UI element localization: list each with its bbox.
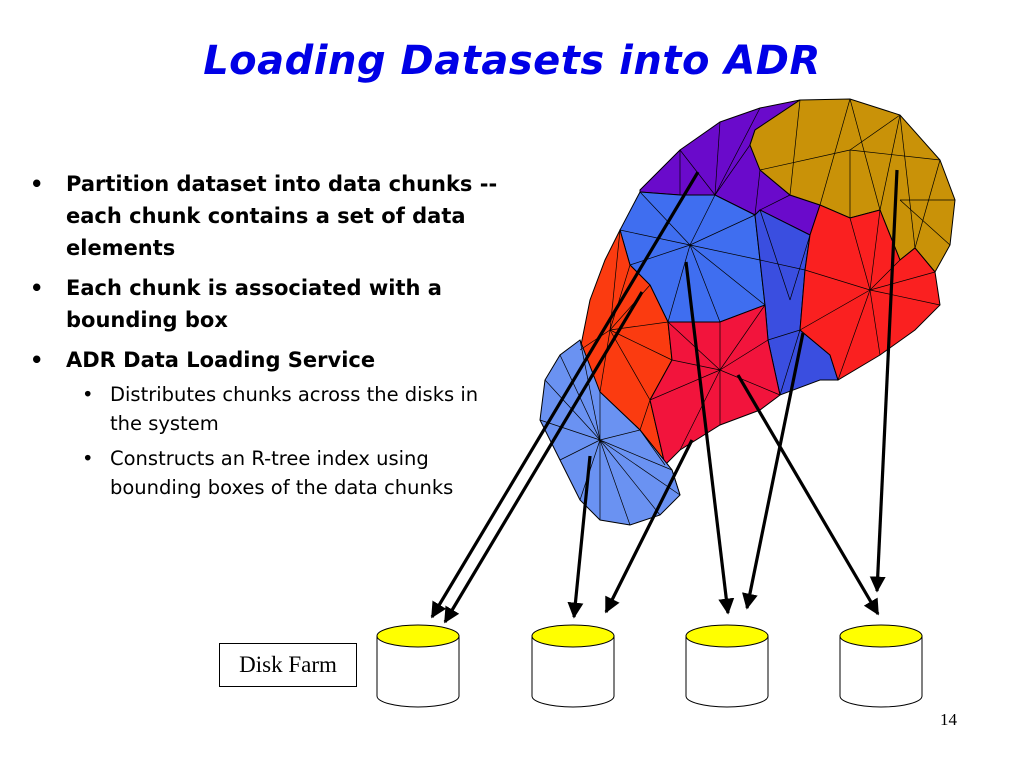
sub-bullet-item: • Constructs an R-tree index using bound…: [30, 444, 510, 502]
disk-farm-label: Disk Farm: [219, 643, 357, 687]
chunk-crimson: [649, 304, 781, 466]
slide-title: Loading Datasets into ADR: [203, 38, 821, 84]
bullet-text: Partition dataset into data chunks -- ea…: [66, 172, 498, 260]
page-number: 14: [940, 710, 957, 729]
bullet-marker: •: [30, 276, 44, 300]
arrow: [567, 455, 592, 619]
disk: [685, 624, 769, 708]
arrow: [684, 261, 735, 615]
arrow: [736, 374, 880, 616]
arrow: [742, 332, 805, 610]
distribution-arrows: [430, 169, 899, 624]
arrow: [869, 169, 899, 593]
disk: [531, 624, 615, 708]
bullet-marker: •: [30, 172, 44, 196]
sub-bullet-text: Constructs an R-tree index using boundin…: [110, 447, 454, 499]
sub-bullet-marker: •: [82, 447, 94, 470]
bullet-item: • ADR Data Loading Service: [30, 344, 510, 376]
bullet-text: ADR Data Loading Service: [66, 348, 376, 372]
bullet-marker: •: [30, 348, 44, 372]
disk-farm: [376, 624, 923, 708]
arrow: [430, 171, 700, 619]
disk: [376, 624, 460, 708]
arrow: [443, 291, 644, 624]
dataset-mesh: [539, 98, 956, 526]
bullet-item: • Each chunk is associated with a boundi…: [30, 272, 510, 336]
sub-bullet-item: • Distributes chunks across the disks in…: [30, 380, 510, 438]
bullet-text: Each chunk is associated with a bounding…: [66, 276, 442, 332]
disk: [839, 624, 923, 708]
sub-bullet-text: Distributes chunks across the disks in t…: [110, 383, 479, 435]
bullet-list: • Partition dataset into data chunks -- …: [30, 168, 510, 508]
arrow: [604, 439, 694, 614]
bullet-item: • Partition dataset into data chunks -- …: [30, 168, 510, 264]
sub-bullet-marker: •: [82, 383, 94, 406]
